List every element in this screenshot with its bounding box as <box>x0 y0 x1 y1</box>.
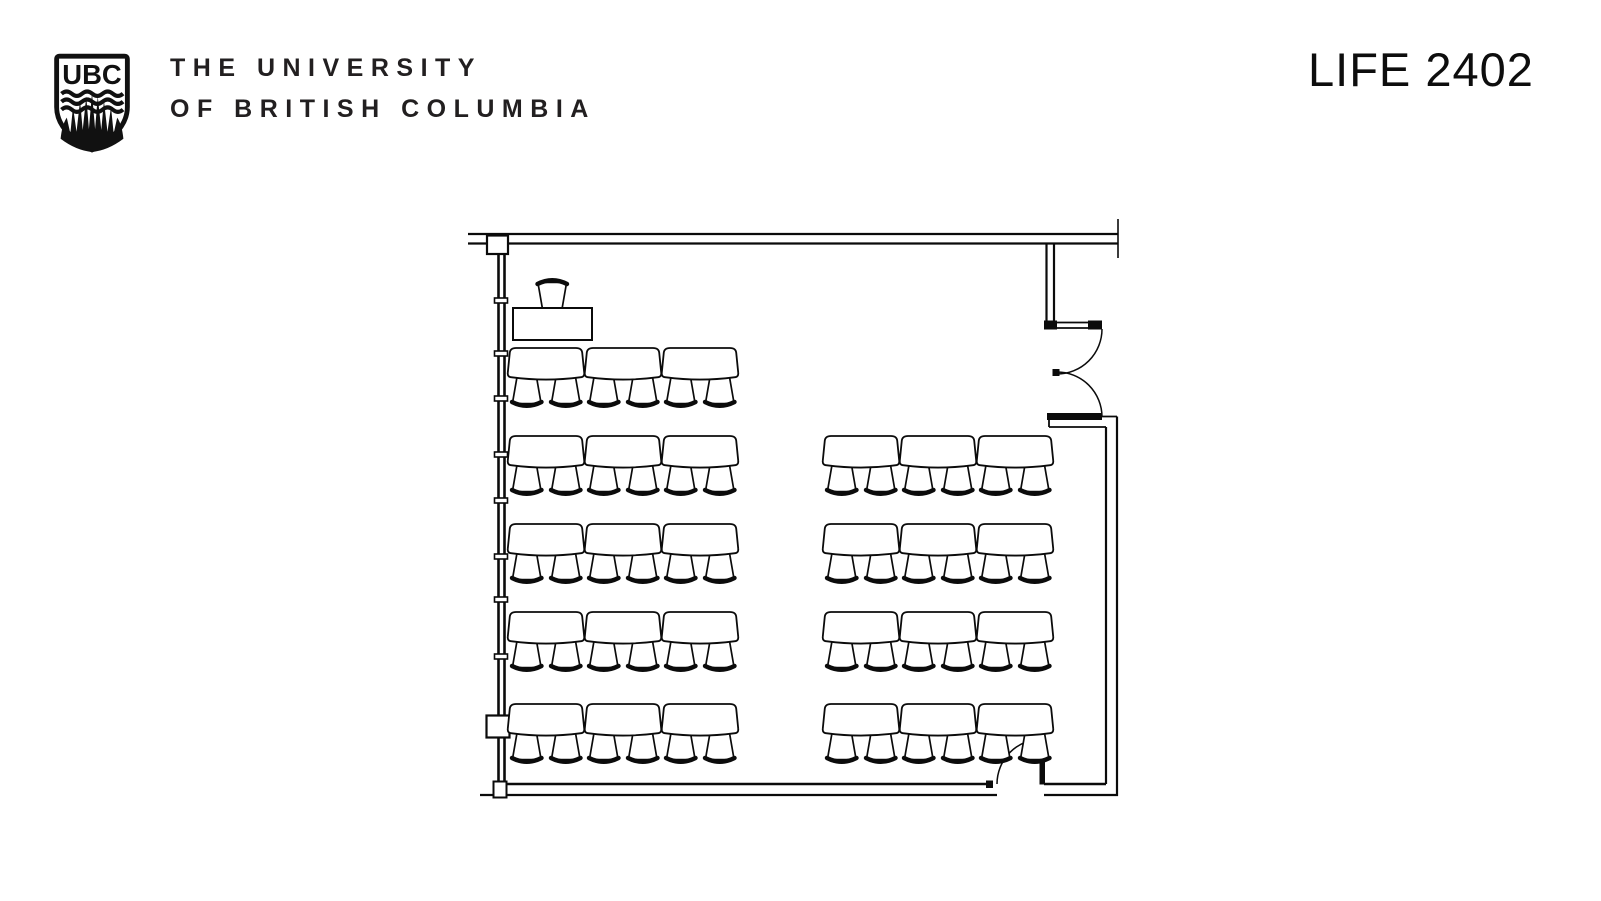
column-mid-left <box>485 714 511 739</box>
instructor-station <box>512 280 593 341</box>
table-with-two-chairs <box>977 436 1054 494</box>
vestibule-door-swing-upper <box>1056 328 1103 375</box>
wordmark-line-1: THE UNIVERSITY <box>170 54 482 82</box>
table-group-left-row4 <box>508 612 739 670</box>
table-group-right-row4 <box>823 612 1054 670</box>
table-with-two-chairs <box>585 524 662 582</box>
wall-thick-caps <box>986 320 1102 788</box>
bottom-wall-door-jamb <box>986 780 993 788</box>
table-with-two-chairs <box>662 704 739 762</box>
table-with-two-chairs <box>823 704 900 762</box>
table-group-left-row5 <box>508 704 739 762</box>
vestibule-door-swing-lower <box>1056 371 1103 418</box>
table-with-two-chairs <box>662 612 739 670</box>
table-with-two-chairs <box>585 612 662 670</box>
table-group-left-row2 <box>508 436 739 494</box>
student-seating-layer <box>508 348 1054 762</box>
vestibule-lower-bar <box>1047 413 1102 420</box>
window-mullion-ticks <box>493 297 509 660</box>
crest-sunburst <box>60 92 124 153</box>
left-wall-fixtures <box>485 234 511 799</box>
table-with-two-chairs <box>900 524 977 582</box>
table-with-two-chairs <box>585 704 662 762</box>
table-with-two-chairs <box>823 524 900 582</box>
wordmark-line-2: OF BRITISH COLUMBIA <box>170 95 596 123</box>
vestibule-upper-cap-left <box>1044 320 1057 330</box>
table-with-two-chairs <box>662 436 739 494</box>
university-wordmark: THE UNIVERSITY OF BRITISH COLUMBIA <box>170 56 596 122</box>
table-group-left-row3 <box>508 524 739 582</box>
room-number-label: LIFE 2402 <box>1308 43 1534 96</box>
table-with-two-chairs <box>977 612 1054 670</box>
instructor-chair <box>538 280 568 309</box>
table-with-two-chairs <box>585 348 662 406</box>
table-with-two-chairs <box>508 612 585 670</box>
instructor-desk <box>512 307 593 341</box>
table-with-two-chairs <box>977 524 1054 582</box>
table-with-two-chairs <box>508 348 585 406</box>
column-top-left <box>485 234 510 256</box>
table-with-two-chairs <box>508 524 585 582</box>
table-with-two-chairs <box>977 704 1054 762</box>
vestibule-wall-lower-links <box>1048 415 1117 428</box>
table-with-two-chairs <box>900 612 977 670</box>
table-with-two-chairs <box>508 704 585 762</box>
table-with-two-chairs <box>823 612 900 670</box>
vestibule-upper-cap-right <box>1088 320 1102 330</box>
table-with-two-chairs <box>900 704 977 762</box>
table-with-two-chairs <box>900 436 977 494</box>
room-walls <box>468 219 1119 797</box>
table-group-right-row5 <box>823 704 1054 762</box>
table-with-two-chairs <box>662 524 739 582</box>
vestibule-wall-vertical <box>1045 244 1056 322</box>
table-group-right-row3 <box>823 524 1054 582</box>
table-group-right-row2 <box>823 436 1054 494</box>
wall-end-cap-bottom-left <box>492 780 508 799</box>
table-with-two-chairs <box>823 436 900 494</box>
table-with-two-chairs <box>662 348 739 406</box>
crest-ubc-text: UBC <box>62 59 122 90</box>
table-with-two-chairs <box>585 436 662 494</box>
vestibule-door-pivot <box>1052 369 1060 376</box>
ubc-crest-logo: UBC <box>54 53 130 153</box>
table-with-two-chairs <box>508 436 585 494</box>
table-group-left-row1 <box>508 348 739 406</box>
